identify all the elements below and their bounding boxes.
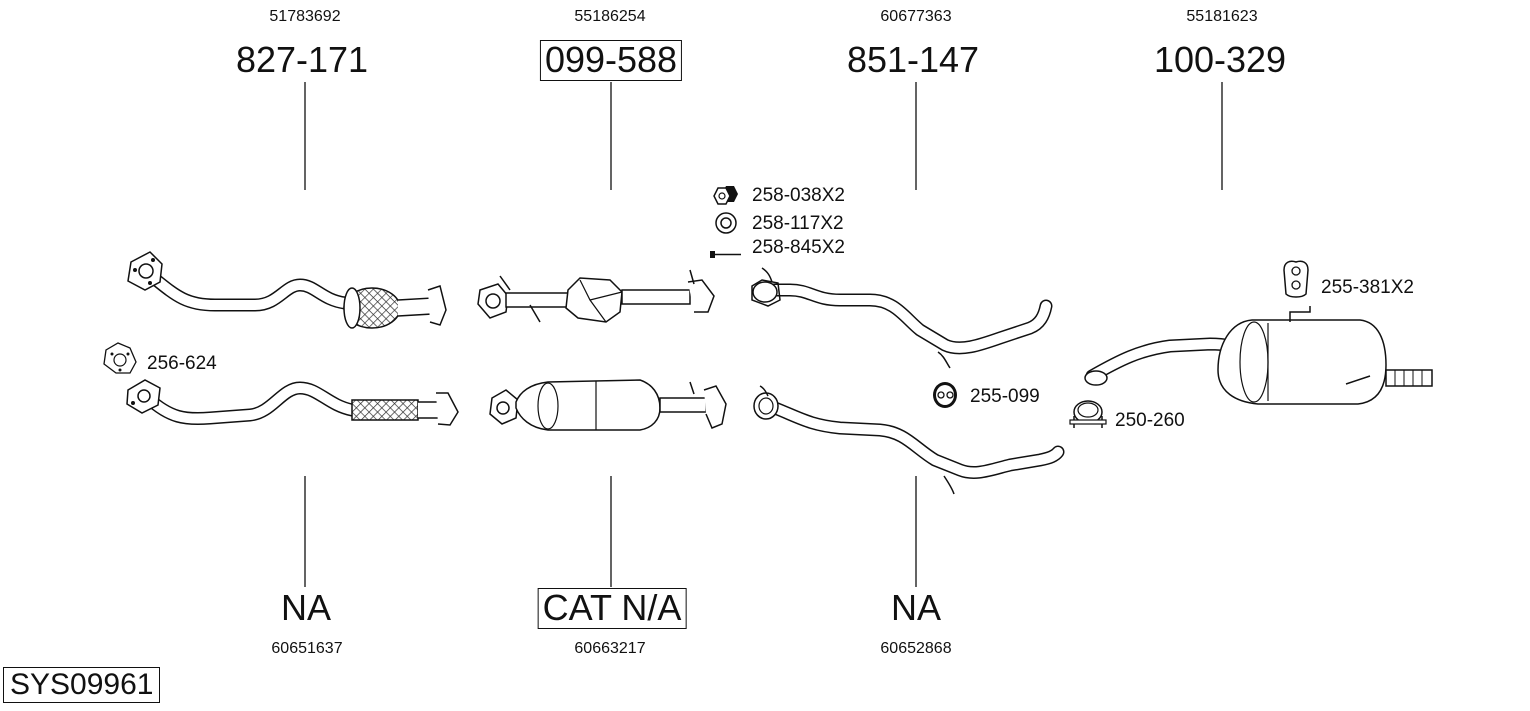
washer-icon[interactable] <box>715 212 737 234</box>
front-pipe-827-171[interactable] <box>127 251 447 329</box>
intermediate-pipe-851-147[interactable] <box>751 267 1053 369</box>
part-number-top-3[interactable]: 851-147 <box>846 39 980 80</box>
oem-number-top-3: 60677363 <box>880 8 952 25</box>
gasket-icon[interactable] <box>103 342 137 374</box>
accessory-label-rubber-hanger[interactable]: 255-381X2 <box>1321 277 1414 298</box>
accessory-label-gasket[interactable]: 256-624 <box>147 353 217 374</box>
catalytic-converter-cat-na[interactable] <box>489 379 727 431</box>
part-number-top-2[interactable]: 099-588 <box>539 40 683 81</box>
catalytic-converter-099-588[interactable] <box>477 269 715 323</box>
front-pipe-na-60651637[interactable] <box>126 379 459 426</box>
oem-number-top-1: 51783692 <box>269 8 341 25</box>
part-number-top-4[interactable]: 100-329 <box>1153 39 1287 80</box>
part-number-top-1[interactable]: 827-171 <box>235 39 369 80</box>
oem-number-top-2: 55186254 <box>574 8 646 25</box>
accessory-label-rubber-ring[interactable]: 255-099 <box>970 386 1040 407</box>
rear-silencer-100-329[interactable] <box>1084 306 1433 405</box>
accessory-label-bolt[interactable]: 258-845X2 <box>752 237 845 258</box>
bolt-icon[interactable] <box>710 251 741 258</box>
part-number-bottom-1[interactable]: NA <box>280 587 332 628</box>
clamp-icon[interactable] <box>1069 400 1107 428</box>
rubber-ring-icon[interactable] <box>933 382 957 408</box>
accessory-label-clamp[interactable]: 250-260 <box>1115 410 1185 431</box>
system-id-badge: SYS09961 <box>3 667 161 703</box>
oem-number-top-4: 55181623 <box>1186 8 1258 25</box>
intermediate-pipe-na-60652868[interactable] <box>753 385 1065 495</box>
nut-icon[interactable] <box>713 186 738 205</box>
part-number-bottom-2[interactable]: CAT N/A <box>537 588 687 629</box>
part-number-bottom-3[interactable]: NA <box>890 587 942 628</box>
oem-number-bottom-2: 60663217 <box>574 640 646 657</box>
accessory-label-nut[interactable]: 258-038X2 <box>752 185 845 206</box>
oem-number-bottom-3: 60652868 <box>880 640 952 657</box>
accessory-label-washer[interactable]: 258-117X2 <box>752 213 844 234</box>
rubber-hanger-icon[interactable] <box>1283 260 1309 298</box>
oem-number-bottom-1: 60651637 <box>271 640 343 657</box>
